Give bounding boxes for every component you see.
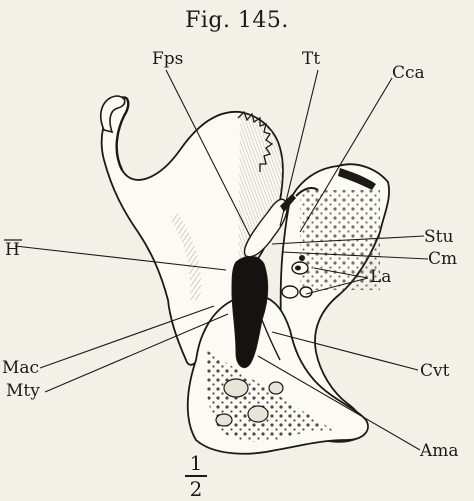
mastoid-region [188,295,368,453]
label-stu: Stu [424,227,453,247]
label-tt: Tt [302,49,320,69]
label-ama: Ama [419,441,459,461]
label-h-mark: H [4,240,22,260]
label-cm: Cm [428,249,457,269]
label-h: H [5,240,20,260]
scale-denominator: 2 [190,477,203,501]
scale-fraction: 1 2 [181,453,211,499]
scale-numerator: 1 [190,451,203,475]
label-cca: Cca [392,63,425,83]
label-la: La [370,267,391,287]
label-cvt: Cvt [420,361,450,381]
label-mty: Mty [6,381,40,401]
label-mac: Mac [2,358,39,378]
label-fps: Fps [152,49,183,69]
